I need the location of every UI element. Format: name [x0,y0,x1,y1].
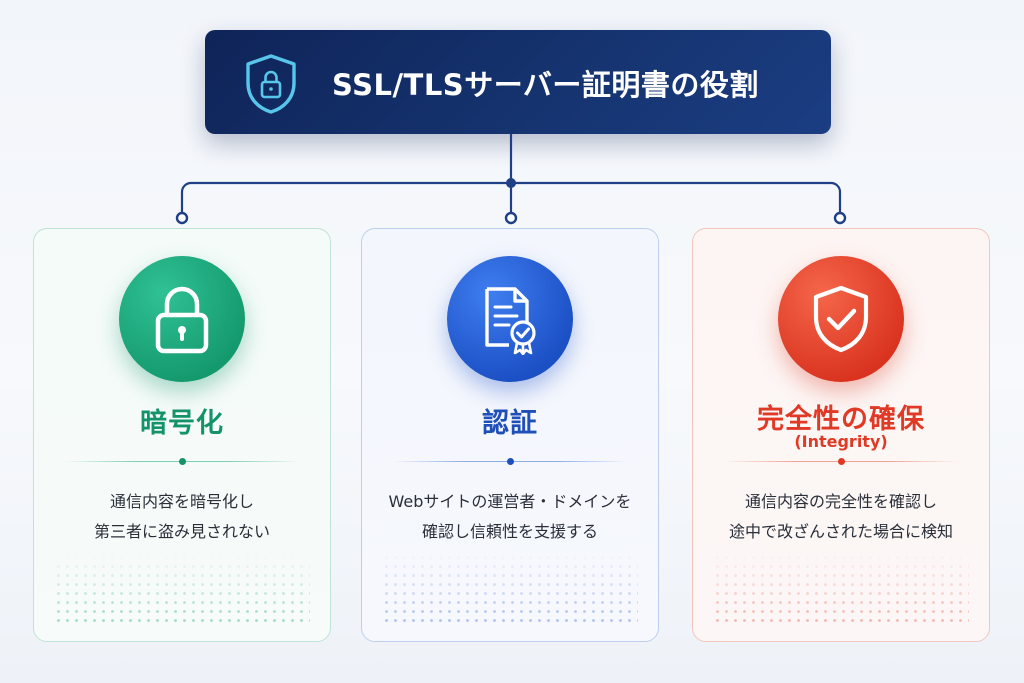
description-line: 通信内容の完全性を確認し [744,492,937,511]
description-line: 通信内容を暗号化し [109,492,254,511]
dot-pattern [382,553,638,623]
card-authentication: 認証 Webサイトの運営者・ドメインを 確認し信頼性を支援する [361,228,659,642]
card-description: 通信内容の完全性を確認し 途中で改ざんされた場合に検知 [703,487,979,547]
card-divider [64,458,300,465]
card-divider [392,458,628,465]
certificate-document-icon [485,287,536,355]
description-line: Webサイトの運営者・ドメインを [388,492,632,511]
padlock-icon [155,286,209,354]
authentication-badge [447,256,573,382]
integrity-badge [778,256,904,382]
card-title: 暗号化 [140,408,224,439]
dot-pattern [713,553,969,623]
card-title: 認証 [482,408,538,439]
description-line: 第三者に盗み見されない [93,522,270,541]
card-integrity: 完全性の確保 (Integrity) 通信内容の完全性を確認し 途中で改ざんされ… [692,228,990,642]
card-description: Webサイトの運営者・ドメインを 確認し信頼性を支援する [372,487,648,547]
diagram-title: SSL/TLSサーバー証明書の役割 [332,68,759,102]
description-line: 途中で改ざんされた場合に検知 [728,522,953,541]
shield-check-icon [813,285,869,353]
description-line: 確認し信頼性を支援する [421,522,598,541]
connector-end-dot [833,211,847,225]
card-subtitle: (Integrity) [794,432,888,451]
connector-end-dot [175,211,189,225]
shield-lock-icon [246,54,296,114]
card-encryption: 暗号化 通信内容を暗号化し 第三者に盗み見されない [33,228,331,642]
card-title: 完全性の確保 [757,404,925,435]
connector-hub-dot [506,178,516,188]
connector-end-dot [504,211,518,225]
dot-pattern [54,553,310,623]
card-divider [723,458,959,465]
diagram-title-box [205,30,831,134]
divider-dot [178,458,186,465]
encryption-badge [119,256,245,382]
divider-dot [506,458,514,465]
divider-dot [837,458,845,465]
card-description: 通信内容を暗号化し 第三者に盗み見されない [44,487,320,547]
